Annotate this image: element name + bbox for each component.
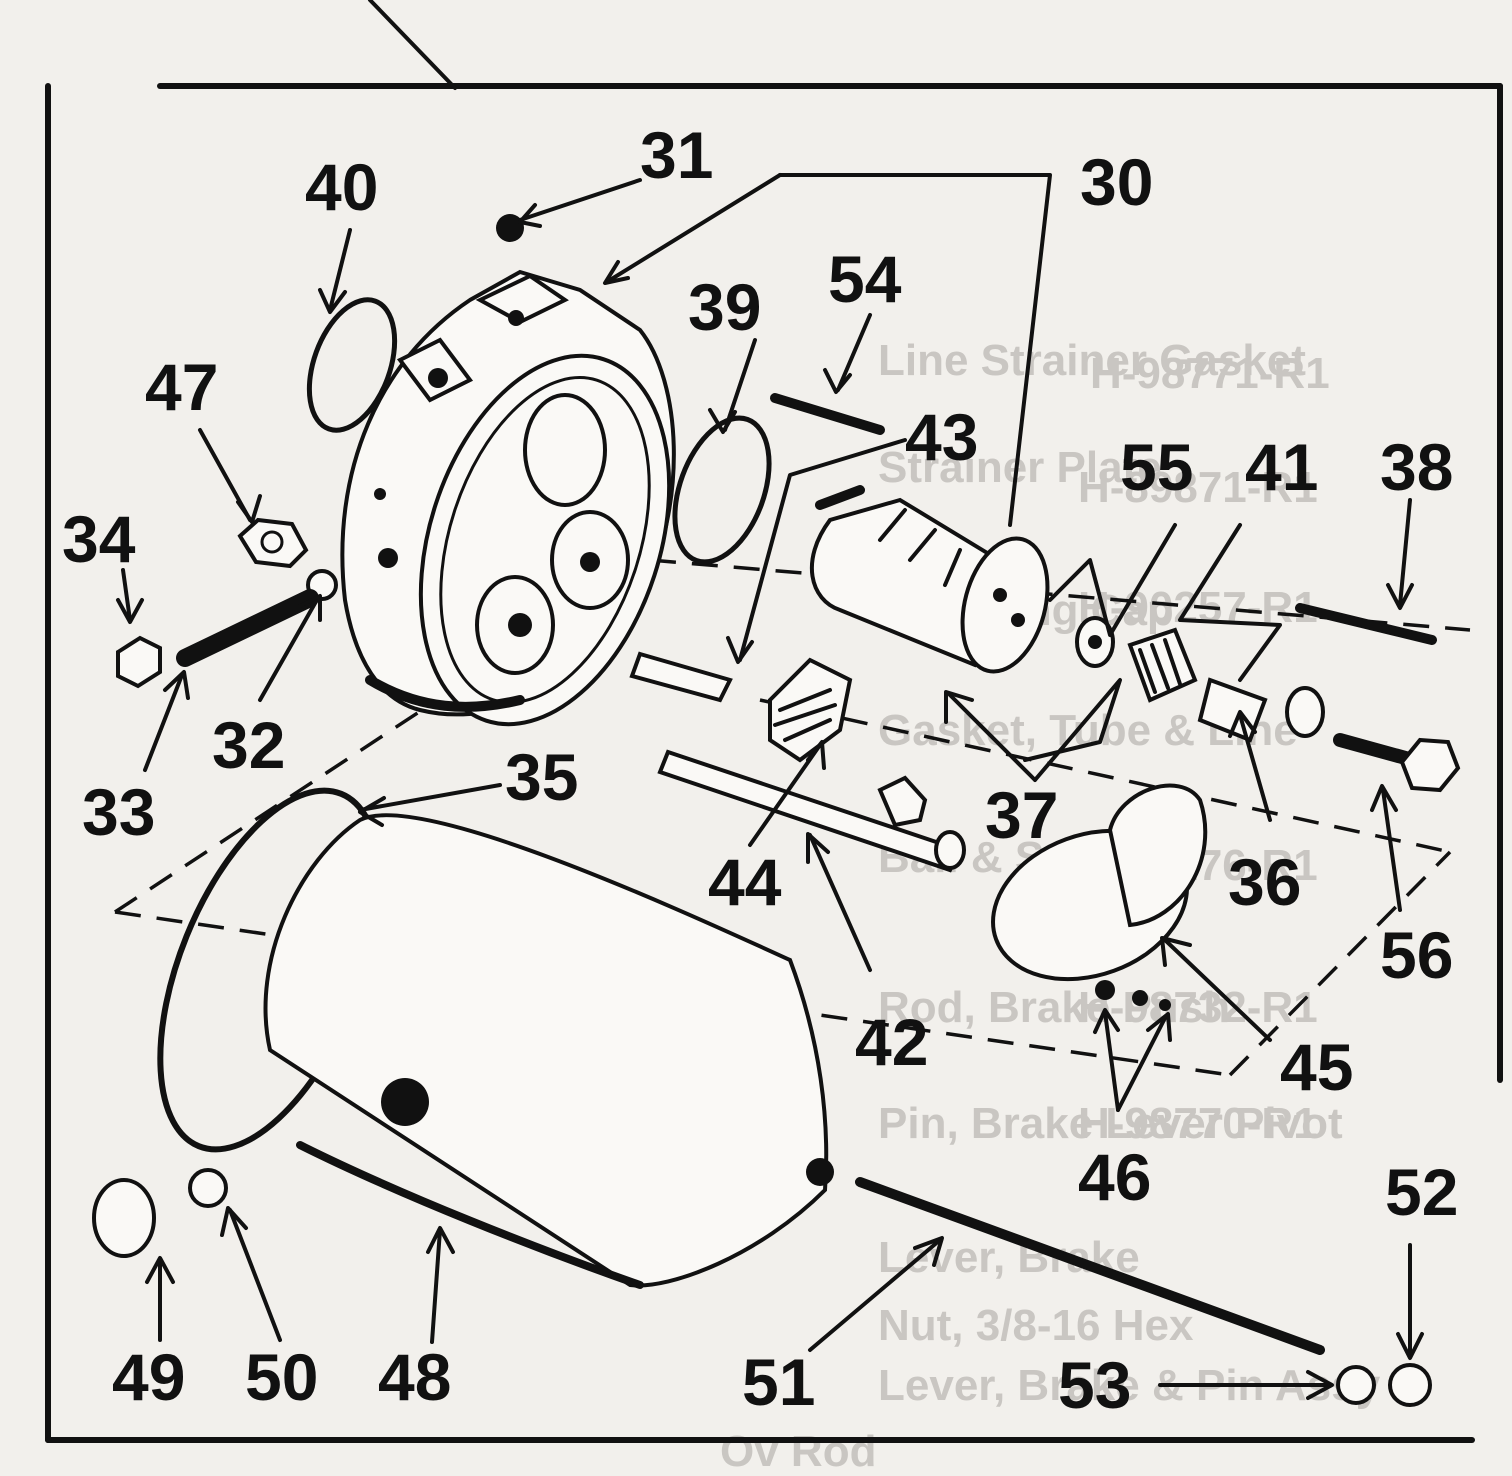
plug-31 [496, 214, 524, 242]
cover-plate [991, 783, 1208, 1011]
gasket-39 [672, 415, 772, 565]
pump-housing [340, 269, 676, 727]
callout-45: 45 [1280, 1030, 1353, 1104]
callout-labels: 30 31 32 33 34 35 36 37 38 39 40 41 42 4… [62, 118, 1458, 1422]
callout-52: 52 [1385, 1155, 1458, 1229]
bg-text-11: Pin, Brake Lever Pivot [878, 1099, 1343, 1148]
bg-text-10: H-98732-R1 [1078, 983, 1318, 1032]
drive-motor [809, 485, 1050, 674]
gear-assembly [768, 657, 966, 870]
nut-34 [116, 635, 162, 689]
bolt-33 [176, 589, 319, 667]
spring-41 [1127, 627, 1198, 703]
callout-55: 55 [1120, 430, 1193, 504]
callout-33: 33 [82, 775, 155, 849]
callout-30: 30 [1080, 145, 1153, 219]
callout-49: 49 [112, 1340, 185, 1414]
pin-43 [629, 651, 733, 703]
callout-40: 40 [305, 150, 378, 224]
callout-53: 53 [1058, 1348, 1131, 1422]
pin-54 [770, 393, 885, 435]
diagram-frame [45, 0, 1503, 1443]
callout-34: 34 [62, 502, 136, 576]
callout-43: 43 [905, 400, 978, 474]
callout-32: 32 [212, 708, 285, 782]
small-parts [116, 214, 1437, 873]
pin-38 [1295, 603, 1437, 645]
nut-47 [237, 517, 309, 569]
bg-text-1: Line Strainer Gasket [878, 336, 1306, 385]
callout-54: 54 [828, 242, 902, 316]
bg-text-14: Nut, 3/8-16 Hex [878, 1301, 1194, 1350]
nut-52 [1388, 1363, 1432, 1407]
callout-39: 39 [688, 270, 761, 344]
callout-47: 47 [145, 350, 218, 424]
callout-46: 46 [1078, 1140, 1151, 1214]
callout-36: 36 [1228, 845, 1301, 919]
rod-51 [855, 1177, 1325, 1355]
washer-50 [188, 1168, 228, 1208]
callout-41: 41 [1245, 430, 1318, 504]
bg-text-0: H-98771-R1 [1090, 349, 1330, 398]
bg-text-16: Ov Rod [720, 1427, 876, 1476]
bg-text-9: Rod, Brake Push [878, 983, 1230, 1032]
gasket-40 [306, 297, 398, 433]
callout-31: 31 [640, 118, 713, 192]
reservoir-can [92, 787, 1432, 1407]
callout-56: 56 [1380, 918, 1453, 992]
leader-lines [116, 173, 1424, 1400]
callout-50: 50 [245, 1340, 318, 1414]
cap-49 [92, 1178, 156, 1258]
callout-48: 48 [378, 1340, 451, 1414]
gaskets [306, 297, 772, 565]
washer-53 [1336, 1365, 1376, 1405]
callout-44: 44 [708, 845, 782, 919]
callout-38: 38 [1380, 430, 1453, 504]
callout-51: 51 [742, 1345, 815, 1419]
callout-37: 37 [985, 778, 1058, 852]
callout-42: 42 [855, 1005, 928, 1079]
bg-text-2: H-89871-R1 [1078, 463, 1318, 512]
callout-35: 35 [505, 740, 578, 814]
